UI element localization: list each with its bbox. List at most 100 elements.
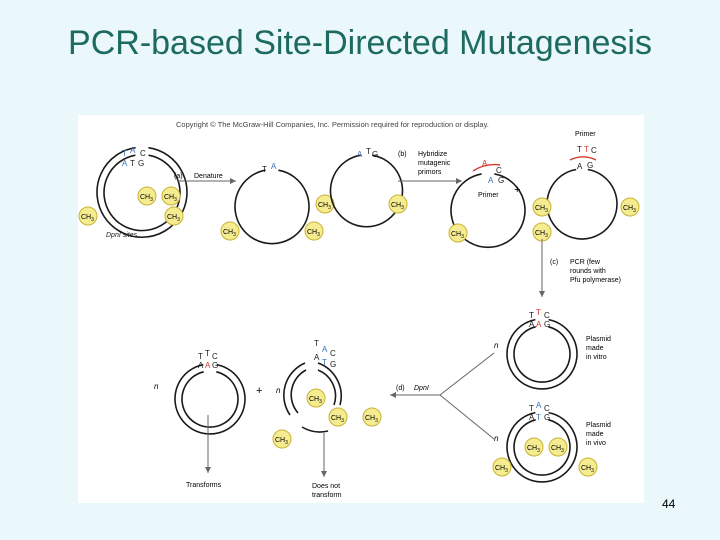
n-label: n (276, 386, 281, 395)
methyl-group: CH3 (137, 186, 157, 206)
plasmid-in-vitro-label: Plasmid (586, 336, 611, 343)
methyl-group: CH3 (78, 206, 98, 226)
svg-text:CH3: CH3 (81, 214, 94, 223)
svg-text:primors: primors (418, 169, 442, 176)
mutant-base: A (482, 159, 488, 168)
methyl-group: CH3 (620, 197, 640, 217)
svg-text:mutagenic: mutagenic (418, 160, 451, 167)
methyl-group: CH3 (448, 223, 468, 243)
methyl-group: CH3 (328, 407, 348, 427)
svg-text:CH3: CH3 (535, 230, 548, 239)
svg-text:transform: transform (312, 492, 342, 499)
transforms-label: Transforms (186, 482, 222, 489)
methyl-group: CH3 (532, 197, 552, 217)
copyright-notice: Copyright © The McGraw-Hill Companies, I… (176, 120, 489, 129)
svg-text:CH3: CH3 (527, 445, 540, 454)
methyl-group: CH3 (304, 221, 324, 241)
svg-text:CH3: CH3 (140, 194, 153, 203)
base-t: T (130, 159, 135, 168)
svg-text:CH3: CH3 (167, 214, 180, 223)
primer-label: Primer (575, 131, 596, 138)
mutant-plasmid: T T C A A G (174, 349, 246, 435)
svg-text:CH3: CH3 (318, 202, 331, 211)
svg-text:G: G (212, 361, 218, 370)
plasmid-in-vitro: T T C A A G (506, 308, 578, 390)
methyl-group: CH3 (388, 194, 408, 214)
step-b-label: (b) (398, 151, 407, 158)
svg-text:CH3: CH3 (535, 205, 548, 214)
svg-text:T: T (577, 145, 582, 154)
mutagenesis-diagram: Copyright © The McGraw-Hill Companies, I… (78, 120, 640, 499)
svg-text:CH3: CH3 (451, 231, 464, 240)
denatured-strand: T A (234, 162, 310, 245)
svg-text:A: A (271, 162, 277, 171)
step-d-label: (d) (396, 385, 405, 392)
svg-text:CH3: CH3 (623, 205, 636, 214)
base-a: A (130, 146, 136, 155)
step-c-label: (c) (550, 259, 558, 266)
mutagenesis-figure: Copyright © The McGraw-Hill Companies, I… (78, 115, 644, 503)
svg-text:T: T (366, 147, 371, 156)
svg-text:G: G (372, 150, 378, 159)
methyl-group: CH3 (578, 457, 598, 477)
svg-text:made: made (586, 345, 604, 352)
primer-label: Primer (478, 192, 499, 199)
svg-text:T: T (584, 145, 589, 154)
hybridized-strand: A C A G Primer (450, 159, 526, 249)
svg-text:A: A (314, 353, 320, 362)
dpni-label: DpnI (414, 385, 429, 392)
methyl-group: CH3 (306, 388, 326, 408)
methyl-group: CH3 (532, 222, 552, 242)
methyl-group: CH3 (548, 437, 568, 457)
svg-text:C: C (591, 146, 597, 155)
svg-text:A: A (488, 176, 494, 185)
n-label: n (494, 434, 499, 443)
svg-text:A: A (536, 320, 542, 329)
svg-text:CH3: CH3 (551, 445, 564, 454)
base-a: A (122, 159, 128, 168)
svg-text:C: C (330, 349, 336, 358)
svg-text:T: T (205, 349, 210, 358)
svg-text:G: G (544, 320, 550, 329)
digested-plasmid: T A C A T G (283, 339, 342, 433)
svg-text:T: T (198, 352, 203, 361)
parental-plasmid: T A C A T G (96, 146, 188, 238)
svg-text:CH3: CH3 (365, 415, 378, 424)
svg-text:A: A (322, 345, 328, 354)
step-a-label: (a) (174, 173, 183, 180)
methyl-group: CH3 (272, 429, 292, 449)
svg-text:in vivo: in vivo (586, 440, 606, 447)
methyl-group: CH3 (362, 407, 382, 427)
svg-text:G: G (330, 360, 336, 369)
svg-text:T: T (529, 404, 534, 413)
plus-sign: + (256, 385, 262, 397)
hybridized-strand: Primer T T C A G (546, 131, 618, 240)
svg-text:C: C (544, 404, 550, 413)
n-label: n (154, 382, 159, 391)
svg-text:CH3: CH3 (223, 229, 236, 238)
denature-label: Denature (194, 173, 223, 180)
methyl-group: CH3 (220, 221, 240, 241)
svg-text:Pfu polymerase): Pfu polymerase) (570, 277, 621, 284)
svg-text:A: A (529, 320, 535, 329)
methyl-group: CH3 (315, 194, 335, 214)
base-g: G (138, 159, 144, 168)
pcr-label: PCR (few (570, 259, 601, 266)
svg-text:T: T (536, 308, 541, 317)
dpni-sites-label: DpnI sites (106, 232, 138, 239)
methyl-group: CH3 (161, 186, 181, 206)
methyl-group: CH3 (524, 437, 544, 457)
svg-text:rounds with: rounds with (570, 268, 606, 275)
slide-number: 44 (662, 497, 676, 511)
svg-text:T: T (536, 413, 541, 422)
methyl-group: CH3 (492, 457, 512, 477)
svg-text:C: C (212, 352, 218, 361)
svg-text:T: T (314, 339, 319, 348)
svg-text:C: C (544, 311, 550, 320)
svg-text:A: A (357, 150, 363, 159)
does-not-transform-label: Does not (312, 483, 340, 490)
svg-text:T: T (529, 311, 534, 320)
svg-text:A: A (577, 162, 583, 171)
hybridize-label: Hybridize (418, 151, 447, 158)
denatured-strand: A T G (329, 147, 404, 228)
